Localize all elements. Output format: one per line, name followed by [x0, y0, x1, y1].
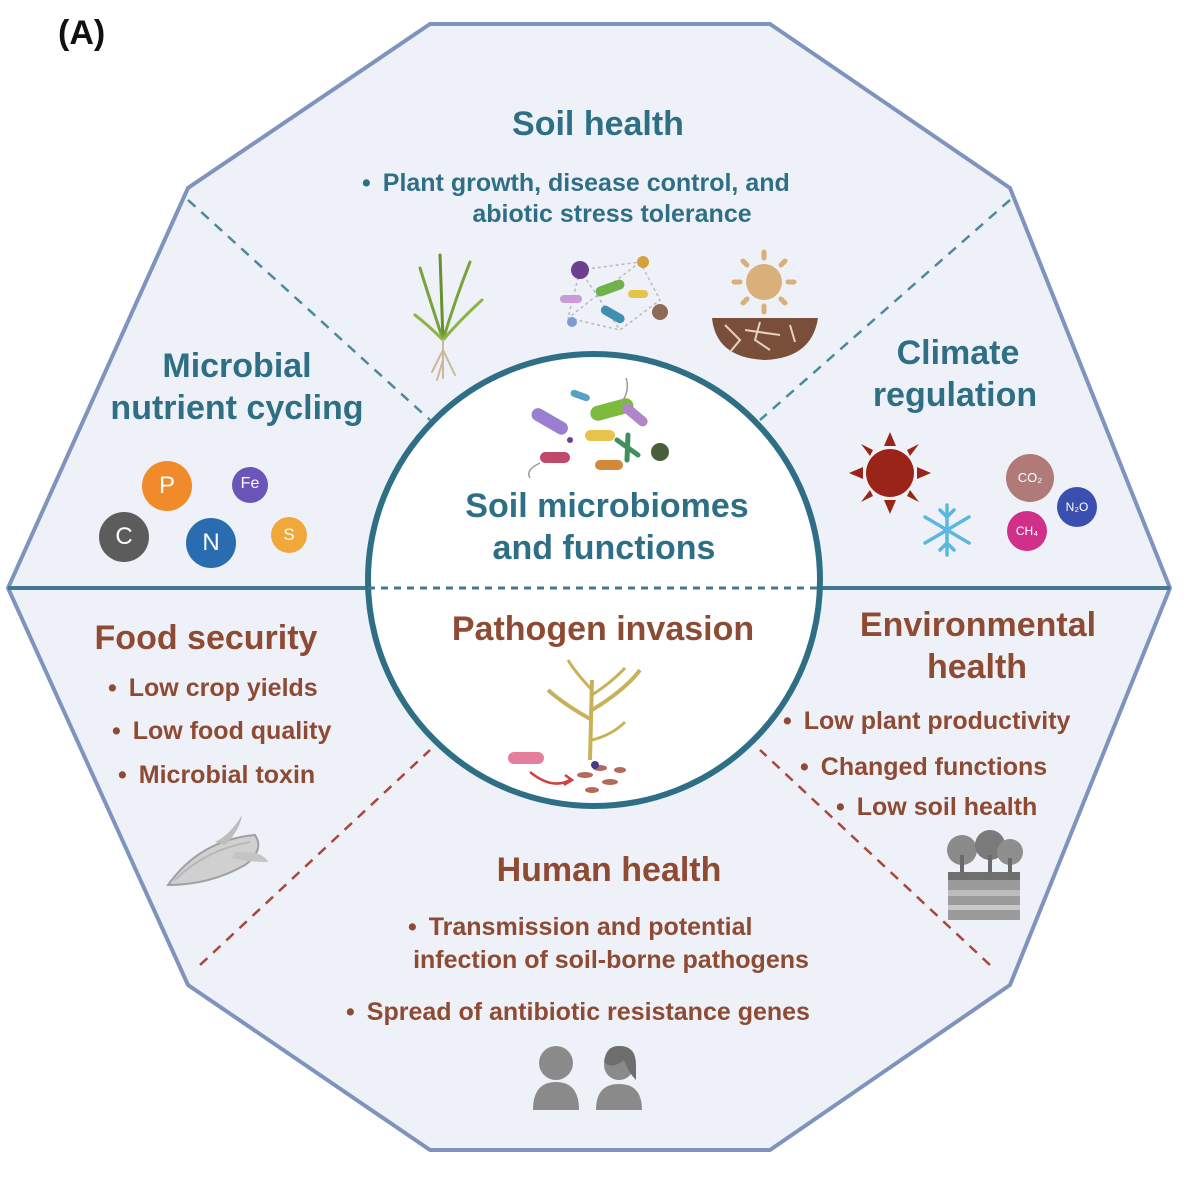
dashed-connector [759, 199, 1011, 421]
gas-balls [1006, 454, 1097, 551]
food-security-bullet: Low crop yields [108, 673, 318, 704]
nutrient-cycling-title-line2: nutrient cycling [110, 389, 364, 427]
iron-label: Fe [240, 475, 260, 492]
nitrogen-label: N [202, 529, 220, 556]
climate-title-line1: Climate [896, 334, 1020, 372]
sulfur-label: S [283, 525, 295, 544]
human-health-bullet1: Transmission and potential [408, 912, 752, 943]
microbe-network-icon [560, 256, 668, 331]
carbon-label: C [115, 523, 133, 550]
human-health-bullet1-line2: infection of soil-borne pathogens [413, 946, 809, 974]
ch4-label: CH₄ [1015, 524, 1039, 538]
n2o-label: N₂O [1065, 500, 1089, 514]
iron-ball [232, 467, 268, 503]
center-bottom-title: Pathogen invasion [451, 610, 755, 648]
hot-sun-icon [849, 432, 931, 514]
carbon-ball [99, 512, 149, 562]
phosphorus-label: P [158, 472, 176, 499]
center-title-line2: and functions [492, 529, 716, 567]
corn-plant-pathogen-icon [508, 659, 642, 793]
human-health-title: Human health [496, 851, 722, 889]
soil-health-title: Soil health [512, 105, 684, 143]
dashed-connector [187, 199, 431, 421]
environmental-health-title-line1: Environmental [859, 606, 1097, 644]
co2-ball [1006, 454, 1054, 502]
nitrogen-ball [186, 518, 236, 568]
soil-health-bullet-line2: abiotic stress tolerance [472, 200, 752, 228]
human-health-bullet2: Spread of antibiotic resistance genes [346, 997, 810, 1028]
polluted-soil-icon [947, 830, 1023, 920]
environmental-health-title-line2: health [926, 648, 1028, 686]
panel-label: (A) [58, 14, 106, 52]
sulfur-ball [271, 517, 307, 553]
grass-plant-icon [413, 253, 484, 381]
environmental-health-bullet: Low soil health [836, 792, 1037, 823]
phosphorus-ball [142, 461, 192, 511]
n2o-ball [1057, 487, 1097, 527]
food-security-title: Food security [94, 619, 318, 657]
climate-title-line2: regulation [872, 376, 1038, 414]
center-circle [365, 351, 823, 809]
people-icon [533, 1045, 642, 1110]
nutrient-cycling-title-line1: Microbial [162, 347, 312, 385]
soil-health-bullet: Plant growth, disease control, and [362, 168, 790, 199]
drought-sun-icon [712, 249, 818, 360]
food-security-bullet: Low food quality [112, 716, 331, 747]
snowflake-icon [923, 503, 971, 557]
environmental-health-bullet: Changed functions [800, 752, 1047, 783]
element-balls [99, 461, 307, 568]
environmental-health-bullet: Low plant productivity [783, 706, 1070, 737]
ch4-ball [1007, 511, 1047, 551]
center-title-line1: Soil microbiomes [465, 487, 749, 525]
microbes-icon [528, 377, 669, 479]
food-security-bullet: Microbial toxin [118, 760, 315, 791]
co2-label: CO₂ [1017, 470, 1043, 485]
soil-health-bullet-line1: Plant growth, disease control, and [362, 169, 790, 197]
corn-cob-icon [166, 815, 268, 887]
